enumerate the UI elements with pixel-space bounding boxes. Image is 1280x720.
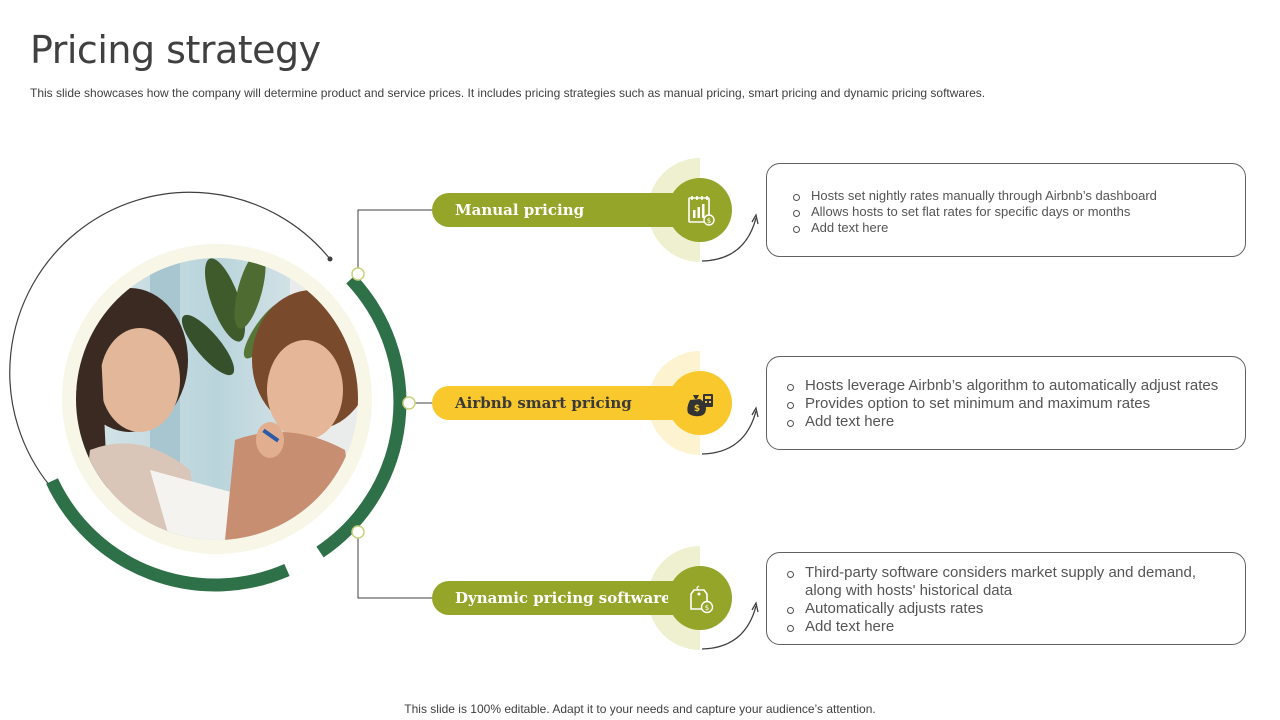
- price-tag-icon: $: [668, 566, 732, 630]
- bullet-item: Hosts leverage Airbnb’s algorithm to aut…: [785, 377, 1225, 395]
- slide-footer: This slide is 100% editable. Adapt it to…: [0, 702, 1280, 716]
- bullet-item: Third-party software considers market su…: [785, 564, 1231, 600]
- svg-text:$: $: [707, 217, 711, 225]
- connector-knob-bottom: [352, 526, 364, 538]
- bullet-item: Add text here: [791, 220, 1225, 236]
- bullet-item: Add text here: [785, 618, 1231, 636]
- price-chart-icon: $: [668, 178, 732, 242]
- bullet-item: Provides option to set minimum and maxim…: [785, 395, 1225, 413]
- connector-bottom: [358, 532, 432, 598]
- strategy-label-text: Dynamic pricing software: [455, 589, 671, 607]
- connector-top: [358, 210, 432, 274]
- strategy-label-smart: Airbnb smart pricing: [432, 386, 700, 420]
- strategy-details-smart: Hosts leverage Airbnb’s algorithm to aut…: [766, 356, 1246, 450]
- svg-text:$: $: [705, 604, 709, 612]
- bullet-item: Automatically adjusts rates: [785, 600, 1231, 618]
- strategy-label-text: Manual pricing: [455, 201, 584, 219]
- strategy-label-text: Airbnb smart pricing: [455, 394, 632, 412]
- bullet-item: Add text here: [785, 413, 1225, 431]
- strategy-label-dynamic: Dynamic pricing software: [432, 581, 700, 615]
- money-bag-calculator-icon: $: [668, 371, 732, 435]
- svg-text:$: $: [694, 404, 700, 414]
- bullet-list: Third-party software considers market su…: [785, 564, 1231, 636]
- arc-end-dot: [328, 257, 333, 262]
- strategy-label-manual: Manual pricing: [432, 193, 700, 227]
- connector-knob-top: [352, 268, 364, 280]
- bullet-item: Hosts set nightly rates manually through…: [791, 188, 1225, 204]
- bullet-list: Hosts set nightly rates manually through…: [791, 188, 1225, 236]
- bullet-item: Allows hosts to set flat rates for speci…: [791, 204, 1225, 220]
- strategy-details-dynamic: Third-party software considers market su…: [766, 552, 1246, 645]
- bullet-list: Hosts leverage Airbnb’s algorithm to aut…: [785, 377, 1225, 431]
- strategy-details-manual: Hosts set nightly rates manually through…: [766, 163, 1246, 257]
- connector-knob-middle: [403, 397, 415, 409]
